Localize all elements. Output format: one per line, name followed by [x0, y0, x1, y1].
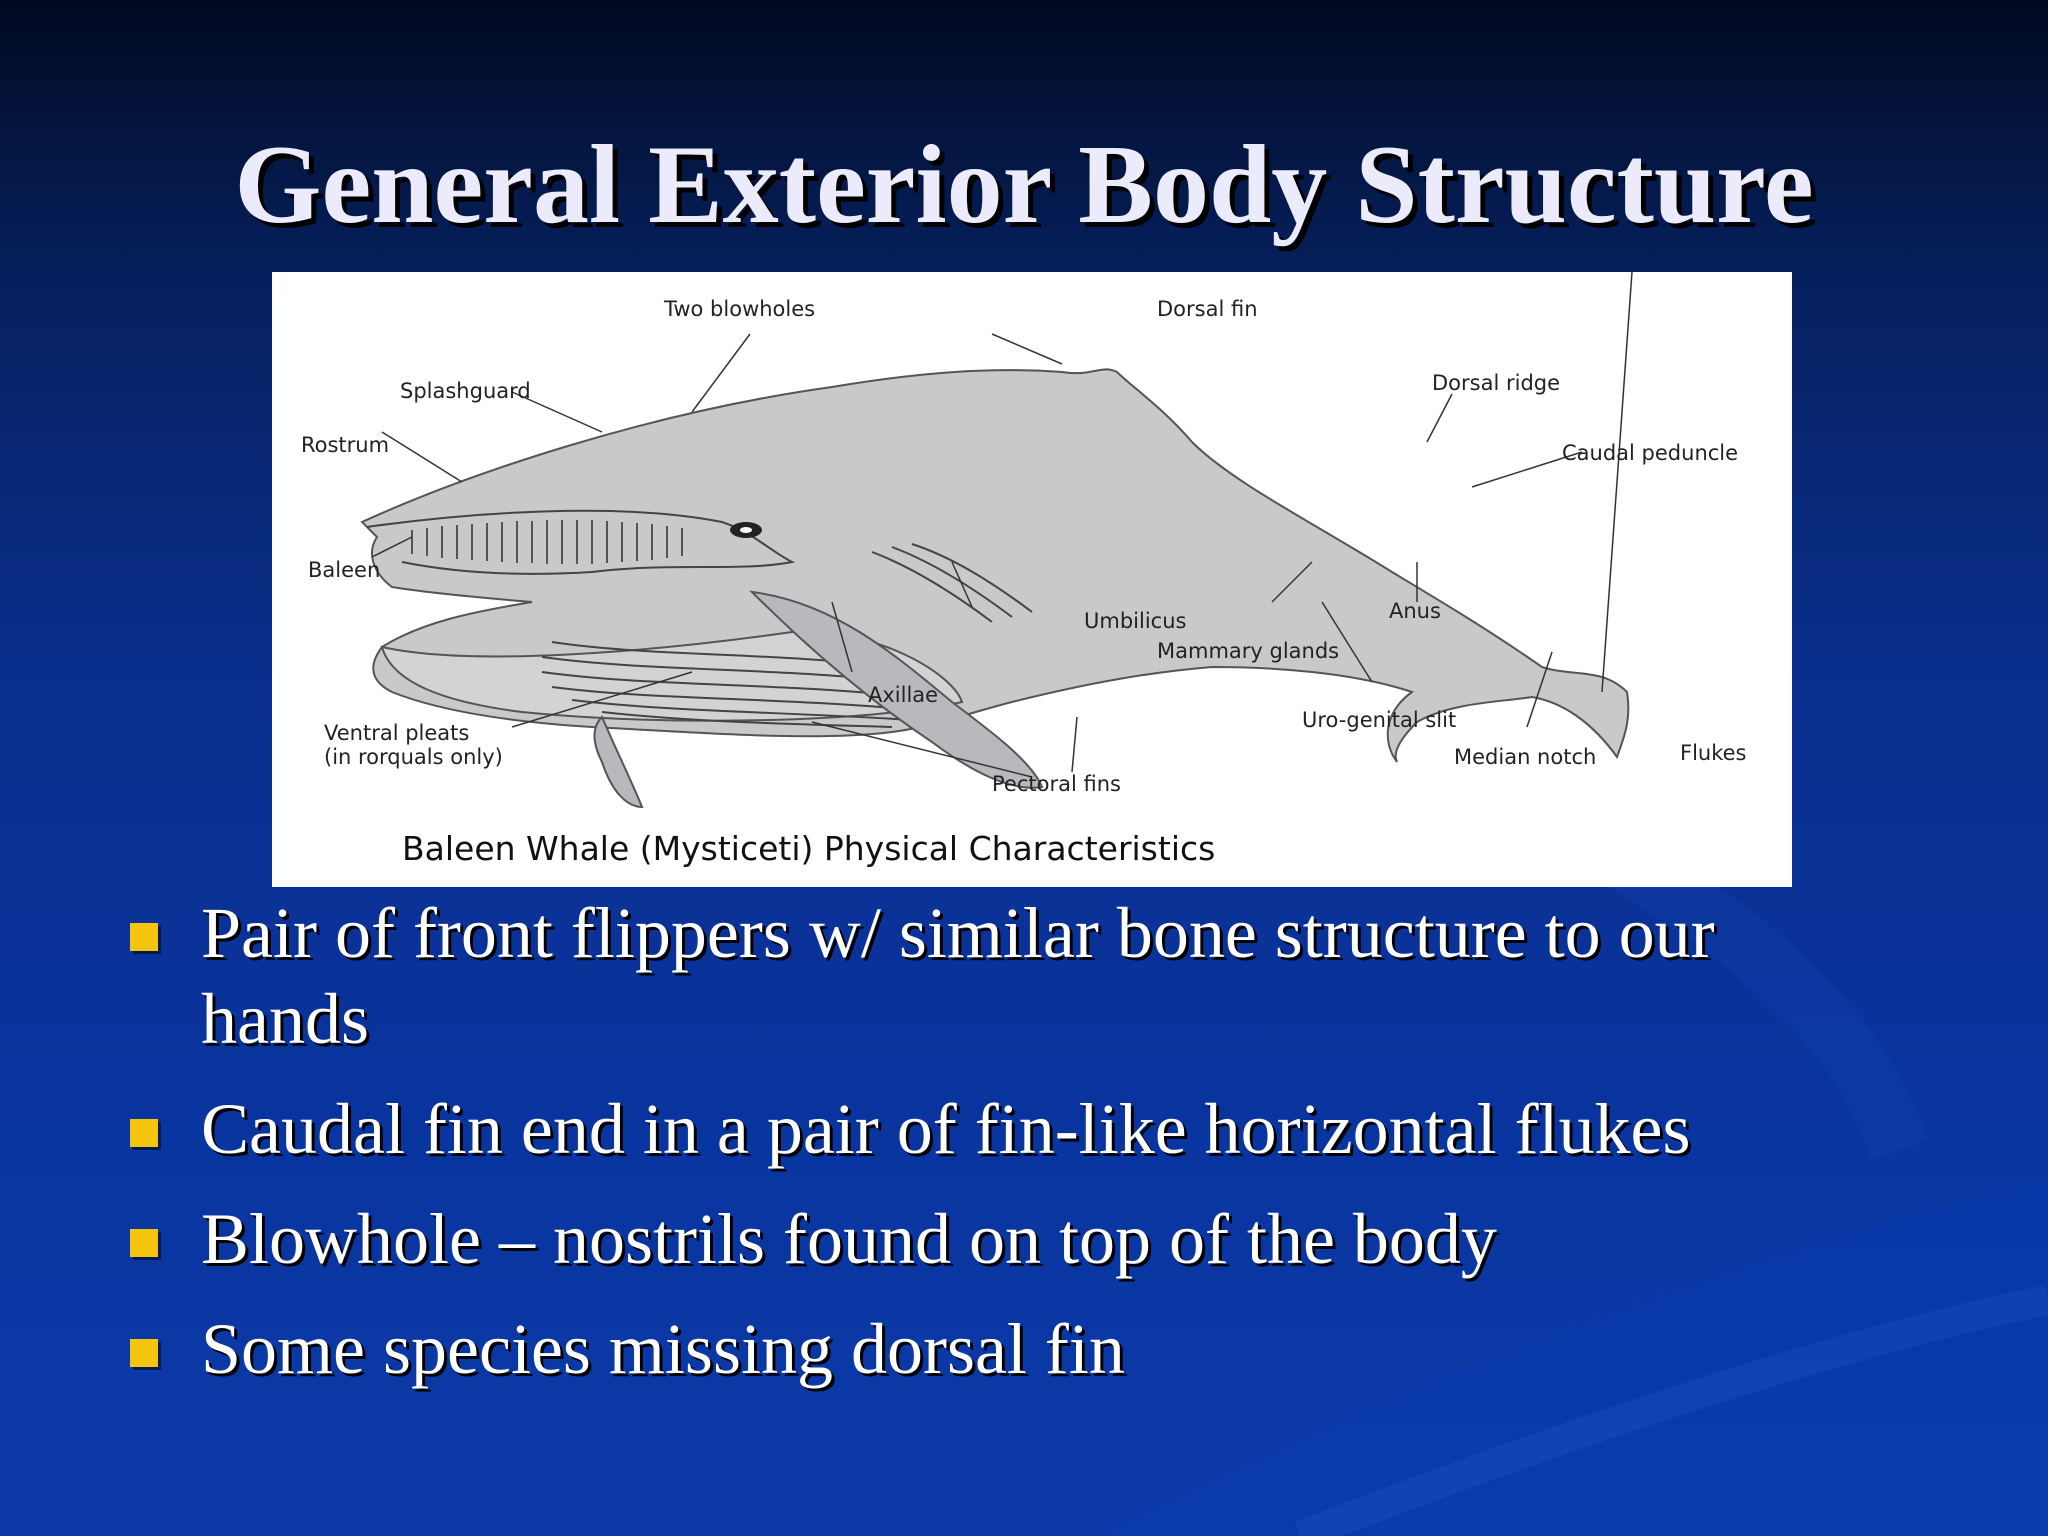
baleen-plates: [411, 520, 683, 564]
whale-illustration: Two blowholes Dorsal fin Splashguard Dor…: [301, 272, 1747, 868]
whale-diagram: Two blowholes Dorsal fin Splashguard Dor…: [272, 272, 1792, 887]
label-rostrum: Rostrum: [301, 433, 389, 457]
label-baleen: Baleen: [308, 558, 380, 582]
label-splashguard: Splashguard: [400, 379, 531, 403]
label-umbilicus: Umbilicus: [1084, 609, 1186, 633]
bullet-text-continued: hands: [201, 979, 369, 1059]
bullet-list: Pair of front flippers w/ similar bone s…: [120, 890, 2000, 1416]
label-pectoral-fins: Pectoral fins: [992, 772, 1121, 796]
label-flukes: Flukes: [1680, 741, 1747, 765]
bullet-item: Blowhole – nostrils found on top of the …: [120, 1196, 2000, 1282]
label-uro-genital-slit: Uro-genital slit: [1302, 708, 1456, 732]
bullet-text: Blowhole – nostrils found on top of the …: [201, 1199, 1497, 1279]
label-caudal-peduncle: Caudal peduncle: [1562, 441, 1738, 465]
label-dorsal-ridge: Dorsal ridge: [1432, 371, 1560, 395]
label-axillae: Axillae: [868, 683, 938, 707]
bullet-text: Some species missing dorsal fin: [201, 1309, 1125, 1389]
label-dorsal-fin: Dorsal fin: [1157, 297, 1258, 321]
whale-mouth: [366, 509, 796, 575]
label-ventral-pleats-note: (in rorquals only): [324, 745, 503, 769]
bullet-item: Caudal fin end in a pair of fin-like hor…: [120, 1086, 2000, 1172]
bullet-text: Caudal fin end in a pair of fin-like hor…: [201, 1089, 1691, 1169]
label-ventral-pleats: Ventral pleats: [324, 721, 469, 745]
bullet-marker-icon: [130, 1229, 158, 1257]
bullet-item: Pair of front flippers w/ similar bone s…: [120, 890, 2000, 1062]
figure-caption: Baleen Whale (Mysticeti) Physical Charac…: [402, 829, 1215, 868]
label-anus: Anus: [1389, 599, 1441, 623]
label-median-notch: Median notch: [1454, 745, 1596, 769]
label-two-blowholes: Two blowholes: [663, 297, 815, 321]
label-mammary-glands: Mammary glands: [1157, 639, 1339, 663]
bullet-marker-icon: [130, 1119, 158, 1147]
leader-lines: [371, 272, 1633, 778]
bullet-item: Some species missing dorsal fin: [120, 1306, 2000, 1392]
bullet-text: Pair of front flippers w/ similar bone s…: [201, 893, 1715, 973]
bullet-marker-icon: [130, 923, 158, 951]
pectoral-fin: [749, 590, 1044, 789]
bullet-marker-icon: [130, 1339, 158, 1367]
flipper-small: [593, 715, 644, 809]
slide-title: General Exterior Body Structure: [234, 123, 1814, 247]
